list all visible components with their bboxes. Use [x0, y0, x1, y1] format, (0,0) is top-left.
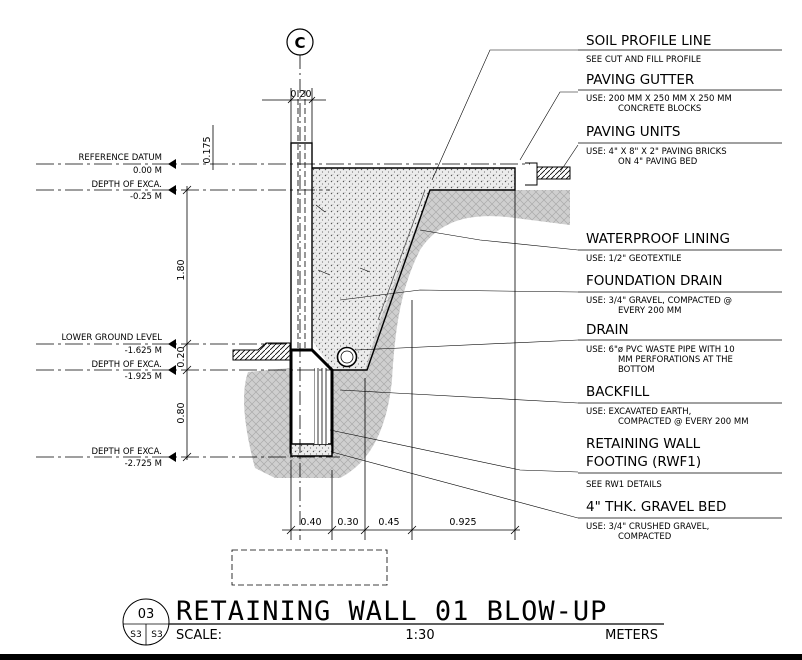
level-value: -1.625 M [125, 346, 162, 356]
level-value: -0.25 M [130, 192, 162, 202]
callout-line: USE: 1/2" GEOTEXTILE [586, 254, 682, 264]
dashed-reference-box [231, 549, 388, 586]
leader-lines [315, 49, 579, 519]
level-name: REFERENCE DATUM [79, 153, 162, 163]
callout-title: SOIL PROFILE LINE [586, 33, 711, 49]
callout-retaining-wall-footing: RETAINING WALL FOOTING (RWF1) SEE RW1 DE… [578, 436, 782, 490]
dim-b-4: 0.925 [449, 517, 476, 528]
level-name: DEPTH OF EXCA. [92, 360, 163, 370]
units-label: METERS [605, 628, 658, 643]
bottom-dimension-line [282, 190, 520, 540]
callout-title: RETAINING WALL [586, 436, 701, 452]
callout-line: EVERY 200 MM [618, 306, 681, 316]
grid-bubble-label: C [294, 34, 305, 52]
scale-value: 1:30 [405, 628, 434, 643]
callout-line: BOTTOM [618, 365, 655, 375]
callout-title: PAVING GUTTER [586, 72, 694, 88]
callout-line: USE: 6"ø PVC WASTE PIPE WITH 10 [586, 345, 735, 355]
level-name: LOWER GROUND LEVEL [61, 333, 162, 343]
callout-line: COMPACTED @ EVERY 200 MM [618, 417, 749, 427]
sheet-ref-left: S3 [130, 630, 141, 640]
vertical-dimension-line [182, 185, 192, 462]
level-value: -1.925 M [125, 372, 162, 382]
lower-ground-paving [232, 342, 291, 361]
drawing-title: RETAINING WALL 01 BLOW-UP [176, 596, 607, 627]
backfill-gravel [312, 168, 515, 370]
dim-v-1: 1.80 [176, 259, 187, 280]
bottom-border-band [0, 654, 802, 660]
callout-line: USE: EXCAVATED EARTH, [586, 407, 691, 417]
level-lines [36, 163, 530, 458]
callout-title: FOUNDATION DRAIN [586, 273, 723, 289]
level-value: -2.725 M [125, 459, 162, 469]
callout-line: COMPACTED [618, 532, 672, 542]
callout-title: WATERPROOF LINING [586, 231, 730, 247]
callout-soil-profile: SOIL PROFILE LINE SEE CUT AND FILL PROFI… [578, 33, 782, 65]
dim-v-2: 0.20 [176, 346, 187, 367]
dim-b-2: 0.30 [337, 517, 358, 528]
detail-number: 03 [138, 607, 155, 622]
callout-backfill: BACKFILL USE: EXCAVATED EARTH, COMPACTED… [578, 384, 782, 427]
callout-line: USE: 3/4" GRAVEL, COMPACTED @ [586, 296, 732, 306]
level-name: DEPTH OF EXCA. [92, 447, 163, 457]
callout-line: CONCRETE BLOCKS [618, 104, 701, 114]
level-value: 0.00 M [133, 166, 162, 176]
level-name: DEPTH OF EXCA. [92, 180, 163, 190]
dim-top-wall: 0.20 [290, 89, 311, 100]
callout-title: DRAIN [586, 322, 629, 338]
waterproof-lining-line [312, 167, 516, 371]
paving-units [536, 166, 571, 180]
title-block: 03 S3 S3 RETAINING WALL 01 BLOW-UP SCALE… [122, 596, 664, 646]
dim-v-3: 0.80 [176, 402, 187, 423]
callout-foundation-drain: FOUNDATION DRAIN USE: 3/4" GRAVEL, COMPA… [578, 273, 782, 316]
callout-paving-gutter: PAVING GUTTER USE: 200 MM X 250 MM X 250… [578, 72, 782, 114]
retaining-wall-stem [290, 142, 313, 351]
dim-top-offset: 0.175 [202, 136, 213, 163]
callout-gravel-bed: 4" THK. GRAVEL BED USE: 3/4" CRUSHED GRA… [578, 499, 782, 542]
level-markers [168, 159, 176, 462]
callout-drain: DRAIN USE: 6"ø PVC WASTE PIPE WITH 10 MM… [578, 322, 782, 375]
callout-title: PAVING UNITS [586, 124, 681, 140]
level-labels: REFERENCE DATUM 0.00 M DEPTH OF EXCA. -0… [61, 153, 162, 469]
callout-line: SEE RW1 DETAILS [586, 480, 662, 490]
dim-b-3: 0.45 [378, 517, 399, 528]
callout-line: MM PERFORATIONS AT THE [618, 355, 733, 365]
callout-line: SEE CUT AND FILL PROFILE [586, 55, 701, 65]
callout-line: USE: 3/4" CRUSHED GRAVEL, [586, 522, 709, 532]
gravel-bed [290, 443, 333, 457]
scale-label: SCALE: [176, 628, 222, 643]
callout-line: ON 4" PAVING BED [618, 157, 698, 167]
callout-title: BACKFILL [586, 384, 650, 400]
callout-paving-units: PAVING UNITS USE: 4" X 8" X 2" PAVING BR… [578, 124, 782, 167]
callout-waterproof-lining: WATERPROOF LINING USE: 1/2" GEOTEXTILE [578, 231, 782, 264]
sheet-ref-right: S3 [151, 630, 162, 640]
callout-title: 4" THK. GRAVEL BED [586, 499, 726, 515]
callout-line: USE: 4" X 8" X 2" PAVING BRICKS [586, 147, 727, 157]
callout-title-2: FOOTING (RWF1) [586, 454, 701, 470]
callout-line: USE: 200 MM X 250 MM X 250 MM [586, 94, 732, 104]
dim-b-1: 0.40 [300, 517, 321, 528]
